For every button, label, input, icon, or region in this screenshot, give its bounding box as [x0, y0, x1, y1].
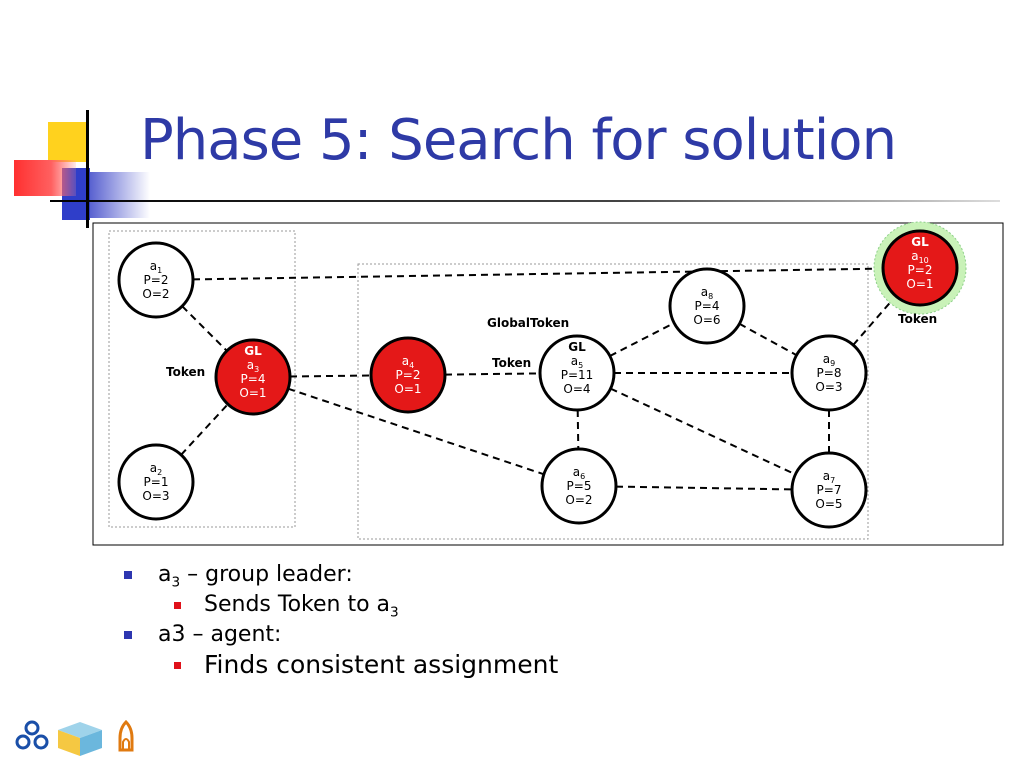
node-gl-label: GL [911, 235, 929, 249]
node-circle [790, 334, 868, 412]
token-label-a5: Token [492, 356, 531, 370]
bullet-group-leader: a3 – group leader: [122, 560, 558, 590]
node-subscript: 10 [919, 256, 929, 265]
title-underline [50, 200, 1000, 202]
node-value-line: P=5 [567, 479, 592, 493]
node-circle [117, 443, 195, 521]
cube-logo-icon [58, 722, 102, 756]
edge-a5-a6 [576, 409, 580, 450]
group-left-box [108, 230, 296, 528]
node-circle [881, 229, 959, 307]
node-subscript: 4 [409, 361, 414, 370]
node-value-line: O=1 [394, 382, 421, 396]
node-value-line: P=2 [908, 263, 933, 277]
node-subscript: 5 [578, 361, 583, 370]
node-value-line: P=4 [241, 372, 266, 386]
node-a6: a6P=5O=2 [540, 447, 618, 525]
page-title: Phase 5: Search for solution [140, 108, 897, 173]
labels-layer: Token Token GlobalToken Token [166, 312, 937, 379]
decor-yellow-square [48, 122, 88, 162]
node-value-line: P=7 [817, 483, 842, 497]
bullet-text: Sends Token to a [204, 592, 391, 617]
node-value-line: P=2 [144, 273, 169, 287]
node-circle [214, 338, 292, 416]
bullet-marker-square [124, 571, 132, 579]
node-subscript: 8 [708, 292, 713, 301]
node-value-line: O=4 [563, 382, 590, 396]
node-a8: a8P=4O=6 [668, 267, 746, 345]
token-label-a10: Token [898, 312, 937, 326]
node-value-line: O=1 [906, 277, 933, 291]
bullet-sends-token: Sends Token to a3 [122, 590, 558, 620]
node-value-line: P=8 [817, 366, 842, 380]
edge-a1-a3 [181, 305, 228, 352]
node-value-line: O=5 [815, 497, 842, 511]
node-subscript: 1 [157, 266, 162, 275]
bullet-subscript: 3 [390, 604, 399, 621]
node-a7: a7P=7O=5 [790, 451, 868, 529]
node-value-line: O=3 [815, 380, 842, 394]
node-circle [538, 334, 616, 412]
sub-bullet-marker-square [174, 602, 181, 609]
sub-bullet-marker-square [174, 662, 181, 669]
node-value-line: P=1 [144, 475, 169, 489]
edge-a5-a7 [610, 387, 796, 476]
node-value-line: O=1 [239, 386, 266, 400]
bullet-list: a3 – group leader: Sends Token to a3 a3 … [122, 560, 558, 680]
node-circle [117, 241, 195, 319]
node-a4: a4P=2O=1 [369, 336, 447, 414]
bullet-agent: a3 – agent: [122, 620, 558, 650]
group-right-box [357, 263, 869, 540]
node-subscript: 2 [157, 468, 162, 477]
edge-a6-a7 [615, 485, 793, 491]
decor-vertical-line [86, 110, 89, 228]
node-subscript: 9 [830, 359, 835, 368]
bullet-subscript: 3 [171, 574, 181, 591]
edges-layer [180, 267, 897, 491]
node-a2: a2P=1O=3 [117, 443, 195, 521]
node-subscript: 3 [254, 365, 259, 374]
decor-red-bar [14, 160, 76, 196]
node-value-line: P=4 [695, 299, 720, 313]
token-label-a3: Token [166, 365, 205, 379]
bullet-text: a [158, 562, 172, 587]
decor-blue-fade [90, 172, 150, 218]
node-circle [668, 267, 746, 345]
node-value-line: P=11 [561, 368, 594, 382]
node-subscript: 7 [830, 476, 835, 485]
node-a1: a1P=2O=2 [117, 241, 195, 319]
node-gl-label: GL [568, 340, 586, 354]
node-value-line: O=6 [693, 313, 720, 327]
globaltoken-label: GlobalToken [487, 316, 569, 330]
flame-logo-icon [118, 719, 134, 752]
edge-a9-a10 [852, 295, 897, 346]
node-subscript: 6 [580, 472, 585, 481]
node-value-line: O=3 [142, 489, 169, 503]
node-gl-label: GL [244, 344, 262, 358]
node-value-line: O=2 [142, 287, 169, 301]
edge-a8-a9 [738, 322, 798, 357]
edge-a3-a4 [289, 374, 372, 378]
edge-a3-a6 [287, 387, 545, 476]
edge-a4-a5 [444, 372, 541, 376]
bullet-text: Finds consistent assignment [204, 650, 559, 679]
bullet-text: a3 – agent: [158, 622, 282, 647]
bullet-text-rest: – group leader: [180, 562, 353, 587]
footer-logos [15, 719, 134, 756]
network-logo-icon [15, 720, 49, 750]
bullet-marker-square [124, 631, 132, 639]
bullet-consistent-assignment: Finds consistent assignment [122, 650, 558, 680]
node-circle [790, 451, 868, 529]
node-circle [540, 447, 618, 525]
edge-a5-a8 [609, 322, 675, 357]
node-value-line: O=2 [565, 493, 592, 507]
node-value-line: P=2 [396, 368, 421, 382]
node-a9: a9P=8O=3 [790, 334, 868, 412]
node-circle [369, 336, 447, 414]
